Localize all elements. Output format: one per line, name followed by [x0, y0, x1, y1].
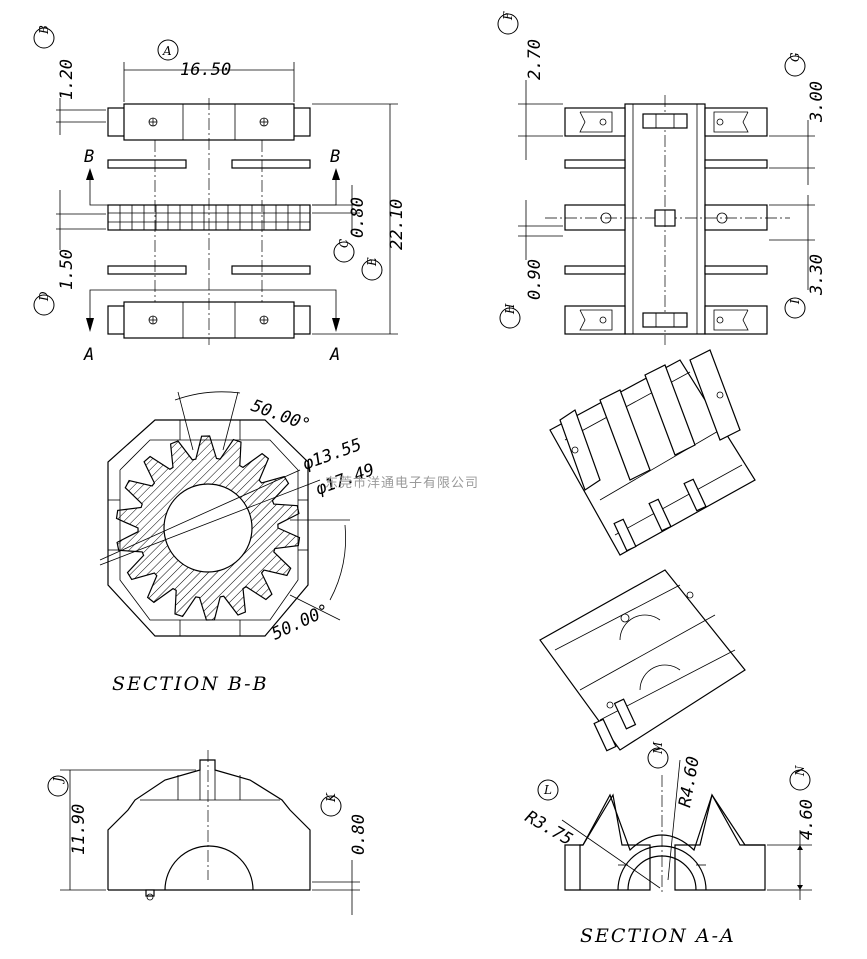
dim-d-value: 1.50 [57, 249, 77, 290]
svg-text:B: B [37, 25, 51, 35]
svg-text:H: H [503, 303, 517, 315]
label-g-circle: G [784, 52, 806, 77]
top-right-view [518, 80, 815, 345]
dim-i-value: 3.30 [807, 254, 827, 296]
label-e-circle: E [361, 257, 383, 281]
section-bb-view [99, 391, 350, 637]
top-left-view [56, 62, 398, 345]
dim-b-value: 1.20 [57, 59, 77, 100]
watermark: 东莞市洋通电子有限公司 [325, 475, 479, 491]
svg-text:K: K [324, 792, 338, 803]
iso-view-top [549, 349, 756, 556]
label-m-circle: M [647, 741, 669, 769]
svg-text:N: N [793, 765, 807, 777]
label-i-circle: I [784, 297, 806, 319]
iso-view-bottom [539, 569, 746, 752]
svg-text:M: M [651, 741, 665, 755]
label-d-circle: D [33, 291, 55, 316]
bottom-left-view [60, 750, 360, 915]
svg-text:I: I [788, 299, 802, 305]
svg-text:F: F [501, 11, 515, 21]
dim-c-value: 0.80 [348, 197, 368, 238]
svg-text:L: L [543, 783, 552, 797]
dim-e-value: 22.10 [387, 199, 407, 250]
label-k-circle: K [320, 792, 342, 817]
label-j-circle: J [47, 775, 69, 797]
svg-text:C: C [337, 239, 351, 248]
label-f-circle: F [497, 11, 519, 35]
label-n-circle: N [789, 765, 811, 791]
svg-text:D: D [37, 291, 51, 302]
label-c-circle: C [333, 239, 355, 263]
section-mark-b-right: B [330, 147, 340, 167]
section-aa-title: SECTION A-A [580, 925, 736, 947]
dim-f-value: 2.70 [525, 39, 545, 80]
section-mark-a-right: A [329, 345, 340, 365]
section-bb-title: SECTION B-B [112, 673, 269, 695]
label-a-circle: A [157, 39, 179, 61]
svg-text:G: G [788, 52, 802, 62]
label-h-circle: H [499, 303, 521, 329]
section-aa-view [561, 759, 812, 900]
section-mark-a-left: A [83, 345, 94, 365]
label-l-circle: L [537, 779, 559, 801]
dim-n-value: 4.60 [797, 799, 817, 840]
section-mark-b-left: B [84, 147, 94, 167]
dim-l-value: R3.75 [522, 807, 576, 850]
svg-text:J: J [51, 776, 65, 785]
dim-a-value: 16.50 [180, 60, 231, 80]
dim-h-value: 0.90 [525, 259, 545, 300]
dim-k-value: 0.80 [349, 814, 369, 855]
dim-g-value: 3.00 [807, 81, 827, 123]
svg-text:A: A [162, 44, 172, 58]
dim-j-value: 11.90 [69, 804, 89, 855]
svg-text:E: E [365, 257, 379, 267]
label-b-circle: B [33, 25, 55, 49]
